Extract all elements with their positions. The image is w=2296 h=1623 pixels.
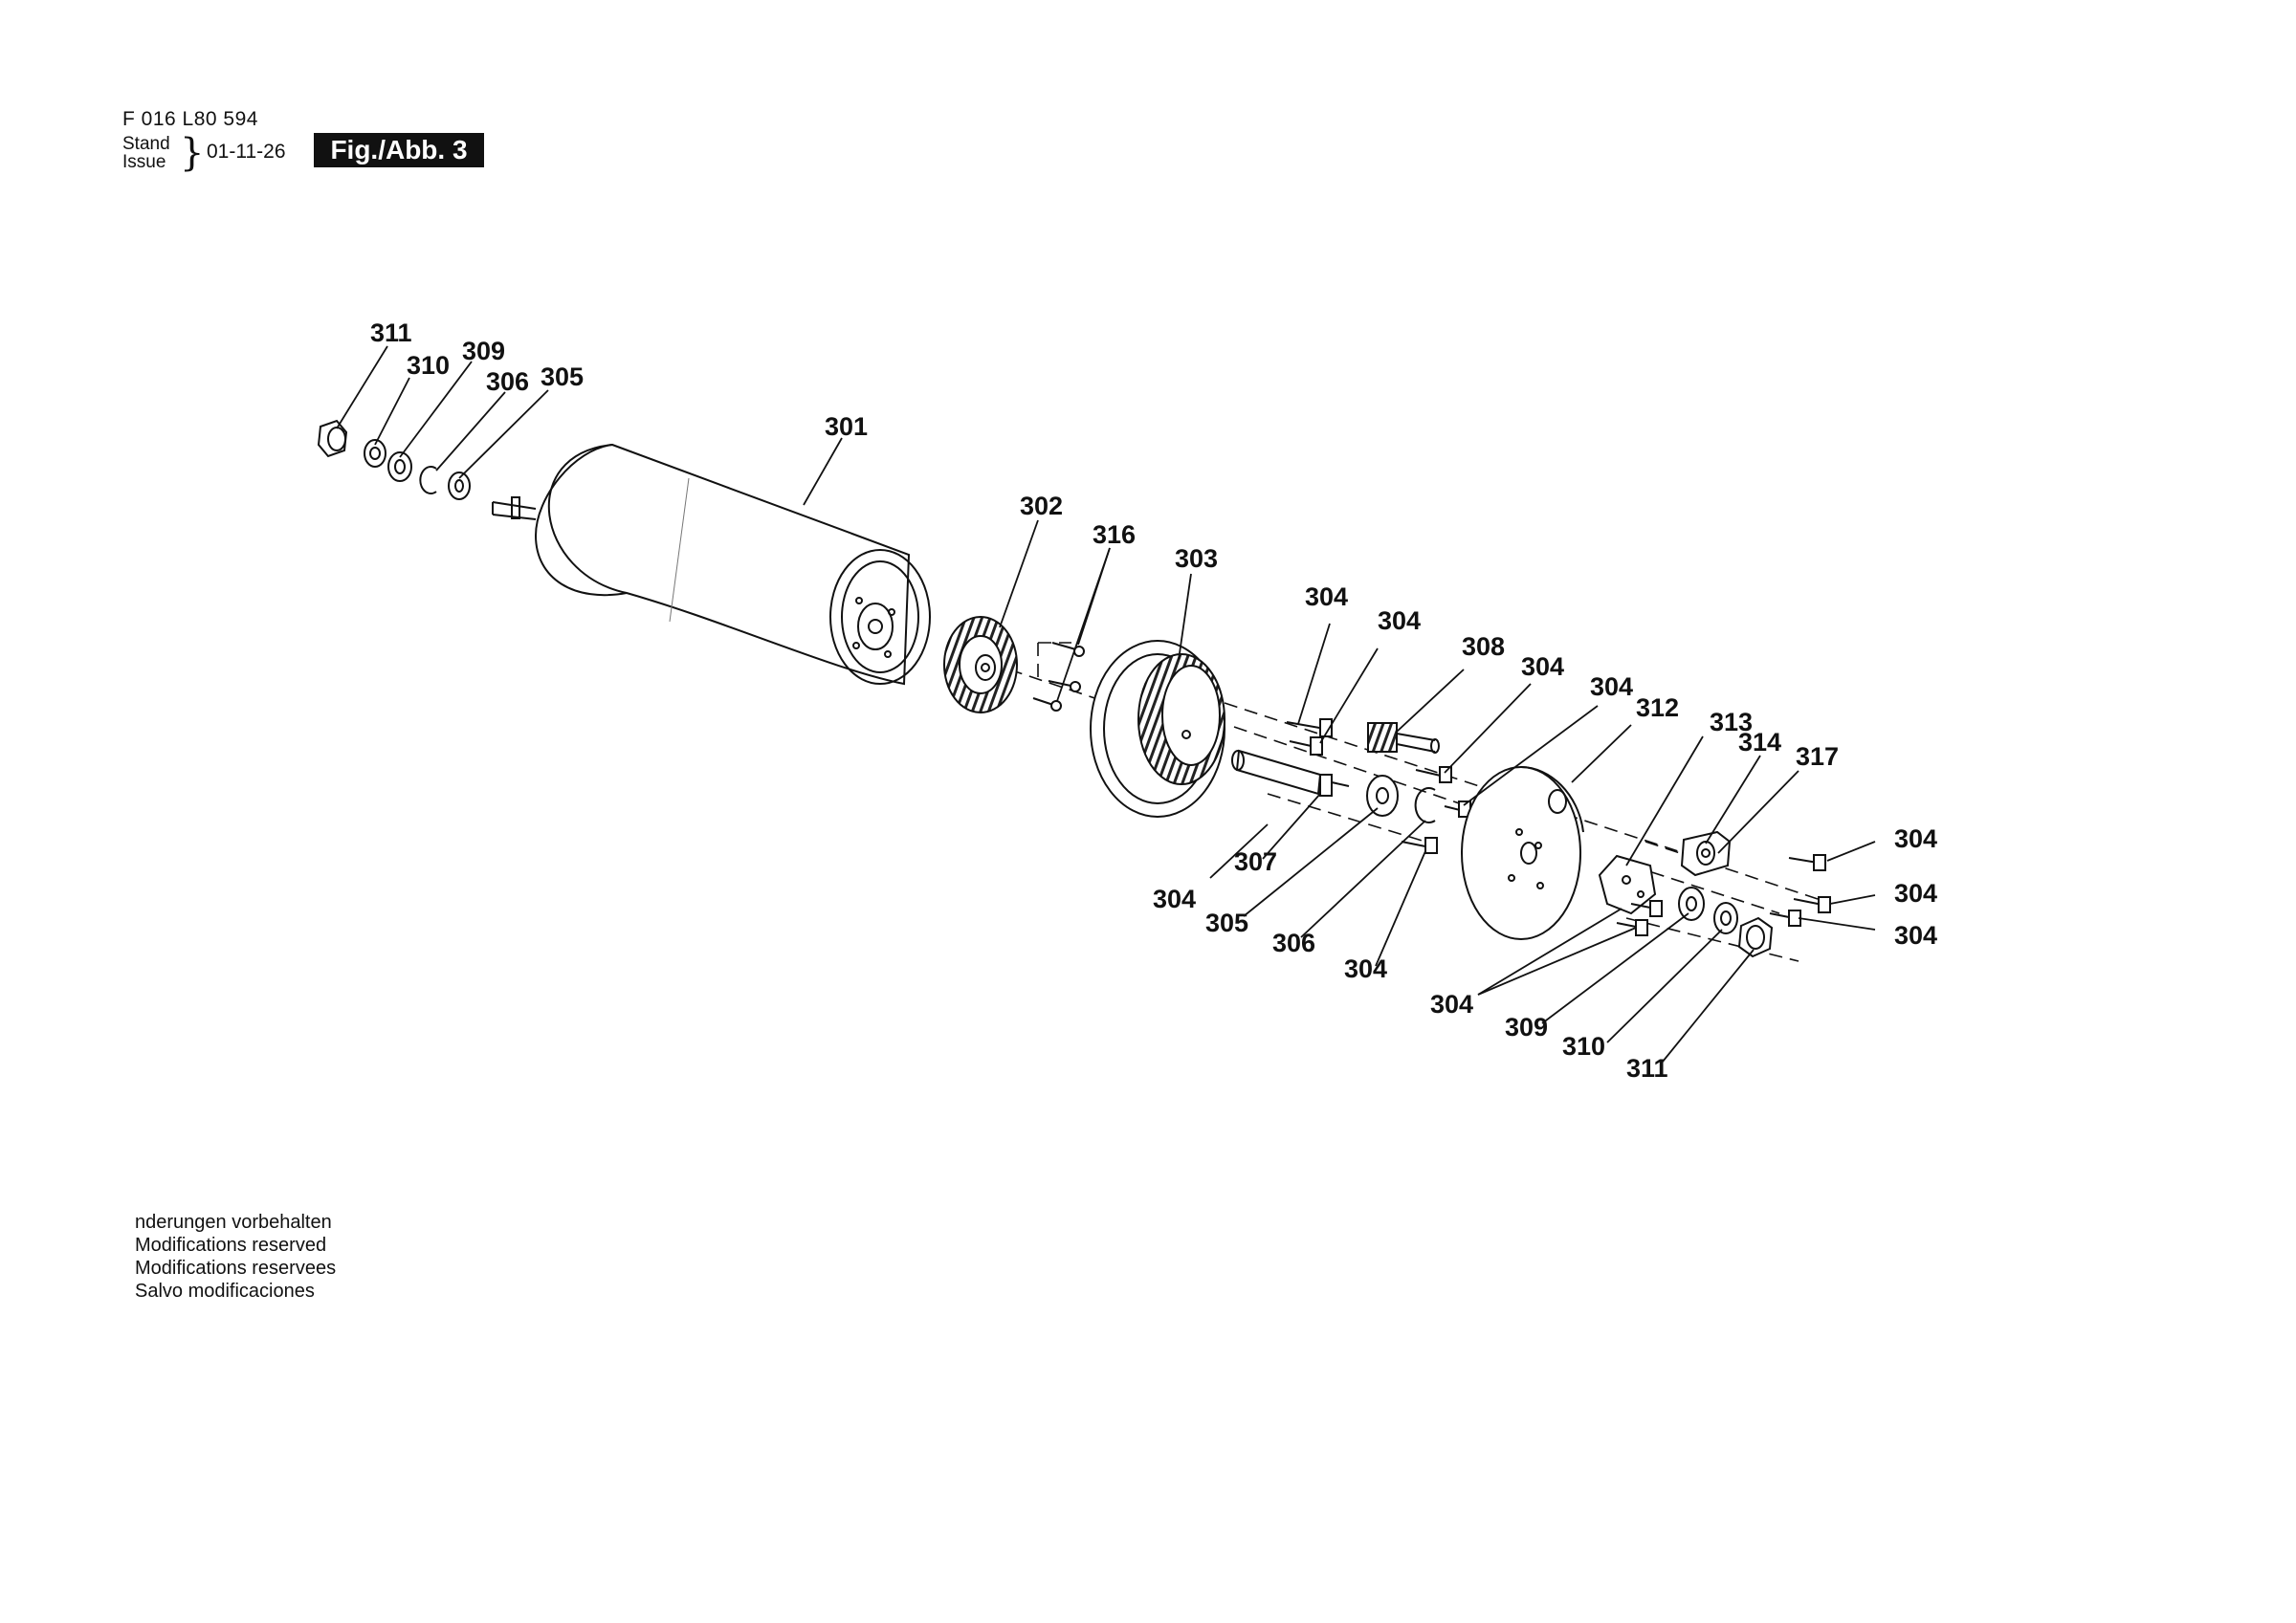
callout-307: 307 (1234, 847, 1277, 876)
part-306-circlip-left (419, 466, 437, 494)
callout-304-a: 304 (1305, 582, 1348, 611)
callout-309-left: 309 (462, 337, 505, 365)
callout-313: 313 (1710, 708, 1753, 736)
callout-308: 308 (1462, 632, 1505, 661)
part-302-gear-ring (943, 616, 1018, 713)
callout-304-h: 304 (1153, 885, 1196, 913)
issue-date: 01-11-26 (207, 141, 286, 163)
callout-309-right: 309 (1505, 1013, 1548, 1042)
callout-305-mid: 305 (1205, 909, 1248, 937)
part-305-washer-left (448, 472, 471, 500)
stand-label: Stand (122, 134, 170, 154)
stand-issue-label: Stand Issue (122, 135, 170, 171)
part-311-nut-right (1737, 916, 1774, 958)
issue-label: Issue (122, 152, 166, 172)
part-309-washer-left (387, 451, 412, 482)
brace-glyph: } (180, 131, 205, 175)
note-spanish: Salvo modificaciones (135, 1281, 315, 1302)
modification-notes: nderungen vorbehalten Modifications rese… (135, 1211, 336, 1303)
callout-310-right: 310 (1562, 1032, 1605, 1061)
part-305-washer-mid (1366, 775, 1399, 817)
part-313-bracket (1598, 854, 1657, 915)
part-309-washer-right (1678, 887, 1705, 921)
callout-303: 303 (1175, 544, 1218, 573)
callout-314: 314 (1738, 728, 1781, 757)
callout-312: 312 (1636, 693, 1679, 722)
callout-304-f: 304 (1894, 879, 1937, 908)
part-303-ring-gear-housing (1090, 640, 1225, 818)
callout-305-left: 305 (541, 362, 584, 391)
callout-306-left: 306 (486, 367, 529, 396)
callout-304-j: 304 (1430, 990, 1473, 1019)
callout-304-i: 304 (1344, 954, 1387, 983)
figure-label: Fig./Abb. 3 (314, 133, 484, 167)
callout-304-e: 304 (1894, 824, 1937, 853)
callout-317: 317 (1796, 742, 1839, 771)
note-french: Modifications reservees (135, 1258, 337, 1279)
document-code: F 016 L80 594 (122, 108, 258, 130)
callout-304-c: 304 (1521, 652, 1564, 681)
callout-310-left: 310 (407, 351, 450, 380)
part-304-screws-upper (1286, 718, 1333, 756)
part-316-pins (1032, 642, 1085, 712)
part-304-screws-mid (1401, 766, 1471, 854)
callout-labels: 311 310 309 306 305 301 302 316 303 304 … (370, 318, 1937, 1083)
part-310-washer-left (364, 439, 386, 468)
part-301-motor-housing (492, 443, 931, 686)
callout-306-mid: 306 (1272, 929, 1315, 957)
callout-302: 302 (1020, 492, 1063, 520)
part-312-end-plate (1461, 766, 1584, 940)
leader-lines (336, 345, 1876, 1063)
part-308-pinion-shaft (1367, 722, 1440, 754)
note-english: Modifications reserved (135, 1235, 327, 1256)
callout-311-left: 311 (370, 318, 412, 347)
callout-304-b: 304 (1378, 606, 1421, 635)
part-304-screws-right (1616, 854, 1831, 936)
part-307-shaft (1231, 749, 1350, 797)
note-german: nderungen vorbehalten (135, 1212, 332, 1233)
part-314-317-holder (1680, 830, 1732, 877)
part-310-washer-right (1713, 902, 1738, 934)
part-306-circlip-mid (1414, 787, 1436, 823)
callout-304-d: 304 (1590, 672, 1633, 701)
callout-301: 301 (825, 412, 868, 441)
callout-311-right: 311 (1626, 1054, 1668, 1083)
callout-316: 316 (1093, 520, 1136, 549)
callout-304-g: 304 (1894, 921, 1937, 950)
part-311-nut-left (317, 419, 348, 458)
